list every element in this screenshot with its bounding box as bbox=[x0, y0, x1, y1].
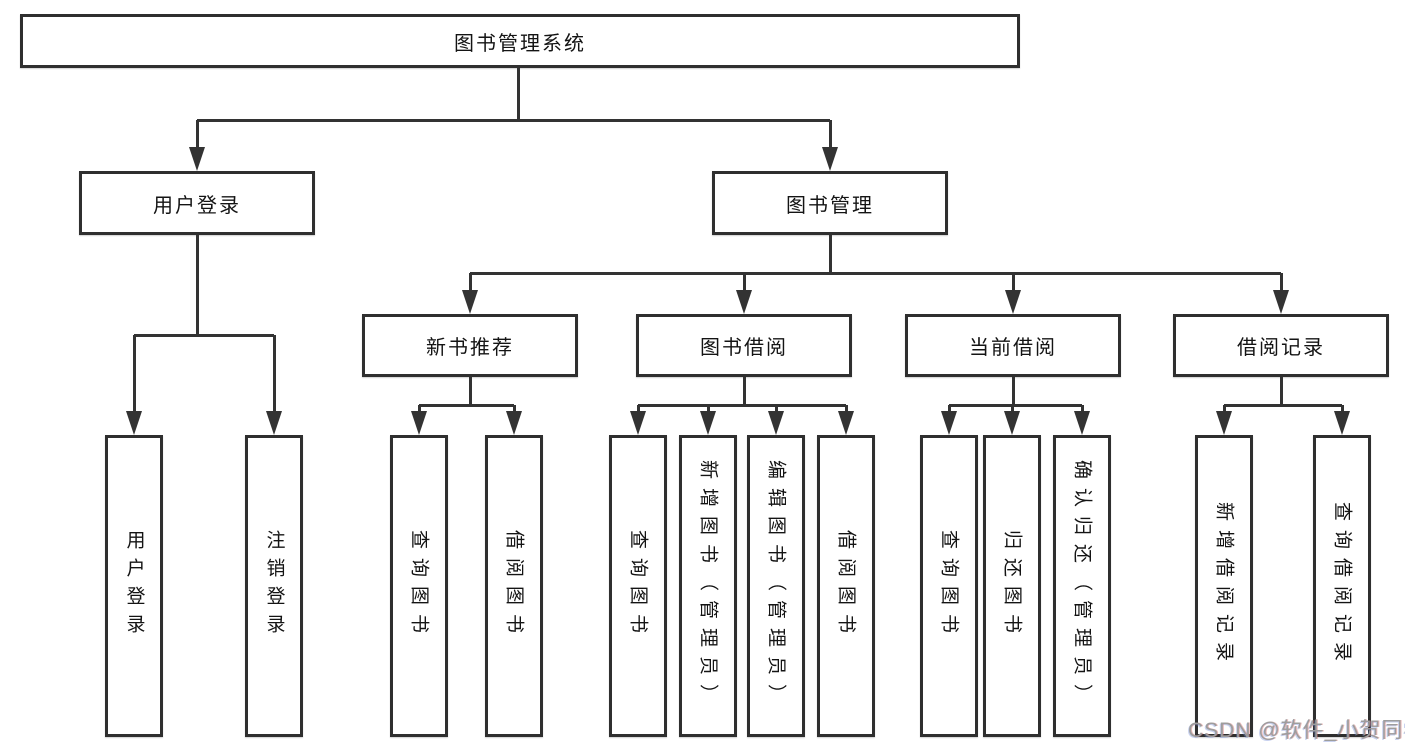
connector-line bbox=[1011, 377, 1015, 405]
arrow-down-icon bbox=[736, 290, 752, 314]
connector-line bbox=[828, 120, 832, 148]
arrow-down-icon bbox=[941, 411, 957, 435]
arrow-down-icon bbox=[1216, 411, 1232, 435]
connector-line bbox=[197, 118, 830, 122]
leaf-add-book-admin: 新增图书（管理员） bbox=[679, 435, 737, 737]
connector-line bbox=[512, 405, 516, 412]
connector-line bbox=[706, 405, 710, 412]
arrow-down-icon bbox=[1004, 411, 1020, 435]
connector-line bbox=[947, 405, 951, 412]
connector-line bbox=[828, 235, 832, 273]
connector-line bbox=[468, 273, 472, 291]
node-label: 查询图书 bbox=[627, 529, 649, 642]
arrow-down-icon bbox=[1005, 290, 1021, 314]
node-label: 借阅记录 bbox=[1237, 337, 1325, 359]
connector-line bbox=[742, 377, 746, 405]
node-label: 当前借阅 bbox=[969, 337, 1057, 359]
node-label: 查询图书 bbox=[408, 529, 430, 642]
connector-line bbox=[195, 120, 199, 148]
connector-line bbox=[844, 405, 848, 412]
node-label: 新书推荐 bbox=[426, 337, 514, 359]
arrow-down-icon bbox=[1334, 411, 1350, 435]
connector-line bbox=[132, 335, 136, 412]
arrow-down-icon bbox=[411, 411, 427, 435]
arrow-down-icon bbox=[266, 411, 282, 435]
connector-line bbox=[272, 335, 276, 412]
connector-line bbox=[1011, 273, 1015, 291]
node-label: 借阅图书 bbox=[835, 529, 857, 642]
node-label: 图书管理 bbox=[786, 194, 874, 217]
node-label: 新增借阅记录 bbox=[1213, 501, 1235, 670]
leaf-edit-book-admin: 编辑图书（管理员） bbox=[747, 435, 805, 737]
leaf-query-borrow-record: 查询借阅记录 bbox=[1313, 435, 1371, 737]
node-book-borrow: 图书借阅 bbox=[636, 314, 852, 377]
connector-line bbox=[1279, 377, 1283, 405]
connector-line bbox=[638, 403, 846, 407]
connector-line bbox=[134, 333, 274, 337]
node-borrow-records: 借阅记录 bbox=[1173, 314, 1389, 377]
connector-line bbox=[1224, 403, 1342, 407]
connector-line bbox=[1222, 405, 1226, 412]
connector-line bbox=[774, 405, 778, 412]
arrow-down-icon bbox=[189, 147, 205, 171]
node-new-book-recommend: 新书推荐 bbox=[362, 314, 578, 377]
connector-line bbox=[636, 405, 640, 412]
arrow-down-icon bbox=[768, 411, 784, 435]
node-label: 新增图书（管理员） bbox=[697, 459, 719, 712]
connector-line bbox=[1080, 405, 1084, 412]
arrow-down-icon bbox=[462, 290, 478, 314]
connector-line bbox=[516, 68, 520, 120]
leaf-logout: 注销登录 bbox=[245, 435, 303, 737]
connector-line bbox=[742, 273, 746, 291]
connector-line bbox=[417, 405, 421, 412]
node-label: 查询借阅记录 bbox=[1331, 501, 1353, 670]
node-label: 编辑图书（管理员） bbox=[765, 459, 787, 712]
leaf-query-books-recommend: 查询图书 bbox=[390, 435, 448, 737]
arrow-down-icon bbox=[506, 411, 522, 435]
leaf-query-books-current: 查询图书 bbox=[920, 435, 978, 737]
connector-line bbox=[470, 271, 1281, 275]
leaf-borrow-books: 借阅图书 bbox=[817, 435, 875, 737]
leaf-return-book: 归还图书 bbox=[983, 435, 1041, 737]
leaf-confirm-return-admin: 确认归还（管理员） bbox=[1053, 435, 1111, 737]
arrow-down-icon bbox=[822, 147, 838, 171]
node-label: 归还图书 bbox=[1001, 529, 1023, 642]
connector-line bbox=[1279, 273, 1283, 291]
connector-line bbox=[195, 235, 199, 335]
arrow-down-icon bbox=[630, 411, 646, 435]
node-label: 图书管理系统 bbox=[454, 32, 586, 55]
node-label: 确认归还（管理员） bbox=[1071, 459, 1093, 712]
node-user-login-module: 用户登录 bbox=[79, 171, 315, 235]
node-root-system: 图书管理系统 bbox=[20, 14, 1020, 68]
node-current-borrow: 当前借阅 bbox=[905, 314, 1121, 377]
node-book-management: 图书管理 bbox=[712, 171, 948, 235]
connector-line bbox=[468, 377, 472, 405]
leaf-borrow-books-recommend: 借阅图书 bbox=[485, 435, 543, 737]
arrow-down-icon bbox=[1273, 290, 1289, 314]
connector-line bbox=[1010, 405, 1014, 412]
node-label: 用户登录 bbox=[153, 194, 241, 217]
arrow-down-icon bbox=[1074, 411, 1090, 435]
csdn-watermark: CSDN @软件_小贺同学 bbox=[1188, 719, 1405, 742]
leaf-user-login: 用户登录 bbox=[105, 435, 163, 737]
node-label: 注销登录 bbox=[263, 530, 285, 642]
connector-line bbox=[949, 403, 1082, 407]
arrow-down-icon bbox=[700, 411, 716, 435]
arrow-down-icon bbox=[126, 411, 142, 435]
connector-line bbox=[1340, 405, 1344, 412]
node-label: 查询图书 bbox=[938, 529, 960, 642]
connector-line bbox=[419, 403, 514, 407]
node-label: 图书借阅 bbox=[700, 337, 788, 359]
leaf-query-books-borrow: 查询图书 bbox=[609, 435, 667, 737]
node-label: 用户登录 bbox=[123, 530, 145, 642]
arrow-down-icon bbox=[838, 411, 854, 435]
leaf-add-borrow-record: 新增借阅记录 bbox=[1195, 435, 1253, 737]
node-label: 借阅图书 bbox=[503, 529, 525, 642]
